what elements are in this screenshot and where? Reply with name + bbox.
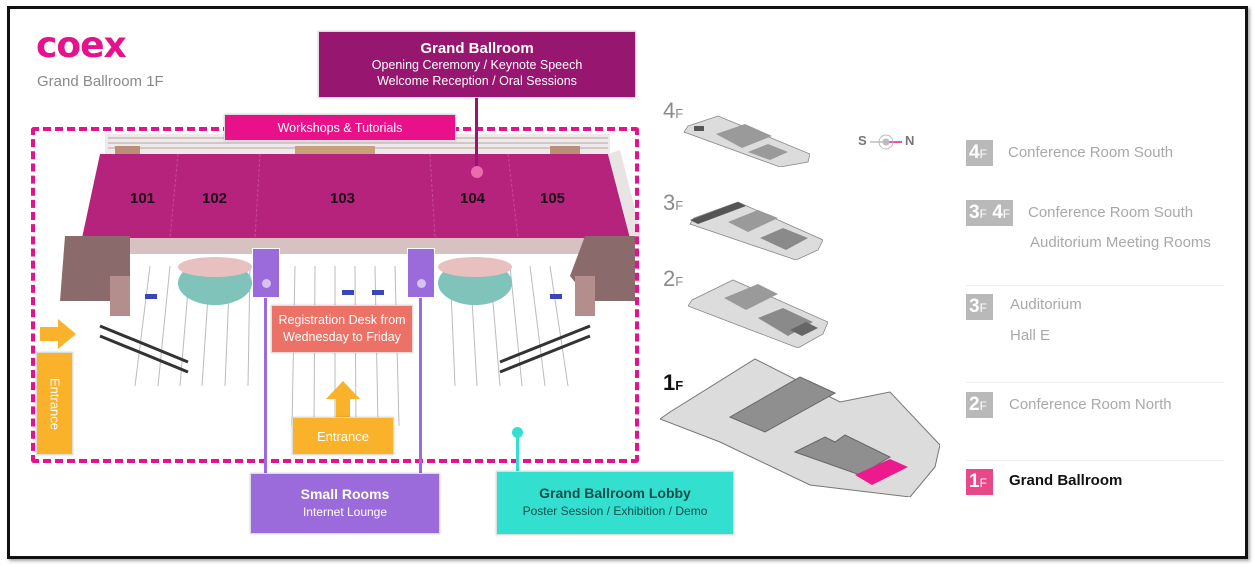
registration-line2: Wednesday to Friday — [283, 330, 401, 344]
compass: S N — [858, 132, 918, 152]
grand-ballroom-highlight — [855, 459, 908, 485]
legend-text: Grand Ballroom — [1009, 472, 1123, 489]
compass-north: N — [905, 133, 915, 148]
floor-badge: 3F 4F — [966, 200, 1014, 226]
floor-plan-illustration: 101 102 103 104 105 — [60, 134, 640, 427]
entrance-side-callout[interactable]: Entrance — [36, 352, 73, 455]
small-rooms-title: Small Rooms — [300, 486, 390, 502]
registration-desk-callout[interactable]: Registration Desk from Wednesday to Frid… — [271, 305, 413, 353]
floor-badge: 1F — [966, 469, 993, 495]
compass-south: S — [858, 133, 867, 148]
grand-ballroom-line1: Opening Ceremony / Keynote Speech — [371, 58, 583, 72]
legend-text: Hall E — [1010, 327, 1051, 344]
small-rooms-callout[interactable]: Small Rooms Internet Lounge — [250, 473, 440, 534]
grand-ballroom-pointer-line — [475, 98, 478, 170]
small-rooms-subtitle: Internet Lounge — [302, 505, 388, 519]
entrance-side-label: Entrance — [47, 377, 62, 430]
grand-ballroom-callout[interactable]: Grand Ballroom Opening Ceremony / Keynot… — [318, 31, 636, 98]
floor-4f-map[interactable] — [680, 112, 810, 167]
floor-3f-map[interactable] — [688, 200, 823, 260]
room-label: 103 — [330, 190, 355, 207]
lobby-pointer-line — [516, 436, 519, 472]
legend-text: Auditorium Meeting Rooms — [1030, 234, 1211, 251]
floor-label-1f[interactable]: 1F — [663, 370, 684, 395]
legend-divider — [966, 382, 1224, 383]
room-label: 105 — [540, 190, 565, 207]
legend-divider — [966, 285, 1224, 286]
floor-badge: 2F — [966, 392, 993, 418]
floor-label-4f[interactable]: 4F — [663, 98, 684, 123]
page-subtitle: Grand Ballroom 1F — [37, 73, 164, 90]
lobby-title: Grand Ballroom Lobby — [539, 485, 691, 501]
small-room-marker-left[interactable] — [252, 248, 280, 298]
legend-text: Conference Room South — [1008, 144, 1174, 161]
room-label: 102 — [202, 190, 227, 207]
room-label: 104 — [460, 190, 486, 207]
floor-1f-map[interactable] — [660, 357, 940, 497]
small-rooms-pointer-line-left — [264, 298, 267, 473]
legend-text: Conference Room North — [1009, 396, 1172, 413]
grand-ballroom-line2: Welcome Reception / Oral Sessions — [377, 74, 577, 88]
arrow-right-icon — [40, 319, 76, 349]
legend-divider — [966, 460, 1224, 461]
grand-ballroom-pointer-dot — [471, 166, 483, 178]
arrow-up-icon — [326, 381, 360, 417]
coex-logo: coex — [36, 25, 127, 66]
workshops-callout[interactable]: Workshops & Tutorials — [224, 114, 456, 141]
entrance-front-callout[interactable]: Entrance — [292, 417, 394, 455]
small-rooms-pointer-line-right — [419, 298, 422, 473]
compass-icon — [870, 134, 902, 150]
lobby-callout[interactable]: Grand Ballroom Lobby Poster Session / Ex… — [496, 471, 734, 535]
small-room-marker-right[interactable] — [407, 248, 435, 298]
lobby-pointer-dot — [512, 427, 523, 438]
ballroom-floor — [82, 154, 630, 238]
floor-badge: 3F — [966, 294, 993, 320]
grand-ballroom-title: Grand Ballroom — [420, 40, 534, 57]
legend-text: Auditorium — [1010, 296, 1082, 313]
room-label: 101 — [130, 190, 155, 207]
registration-line1: Registration Desk from — [278, 313, 406, 327]
floor-label-3f[interactable]: 3F — [663, 190, 684, 215]
floor-2f-map[interactable] — [688, 278, 828, 348]
floor-label-2f[interactable]: 2F — [663, 266, 684, 291]
lobby-subtitle: Poster Session / Exhibition / Demo — [522, 504, 708, 518]
floor-badge: 4F — [966, 140, 993, 166]
legend-text: Conference Room South — [1028, 204, 1194, 221]
